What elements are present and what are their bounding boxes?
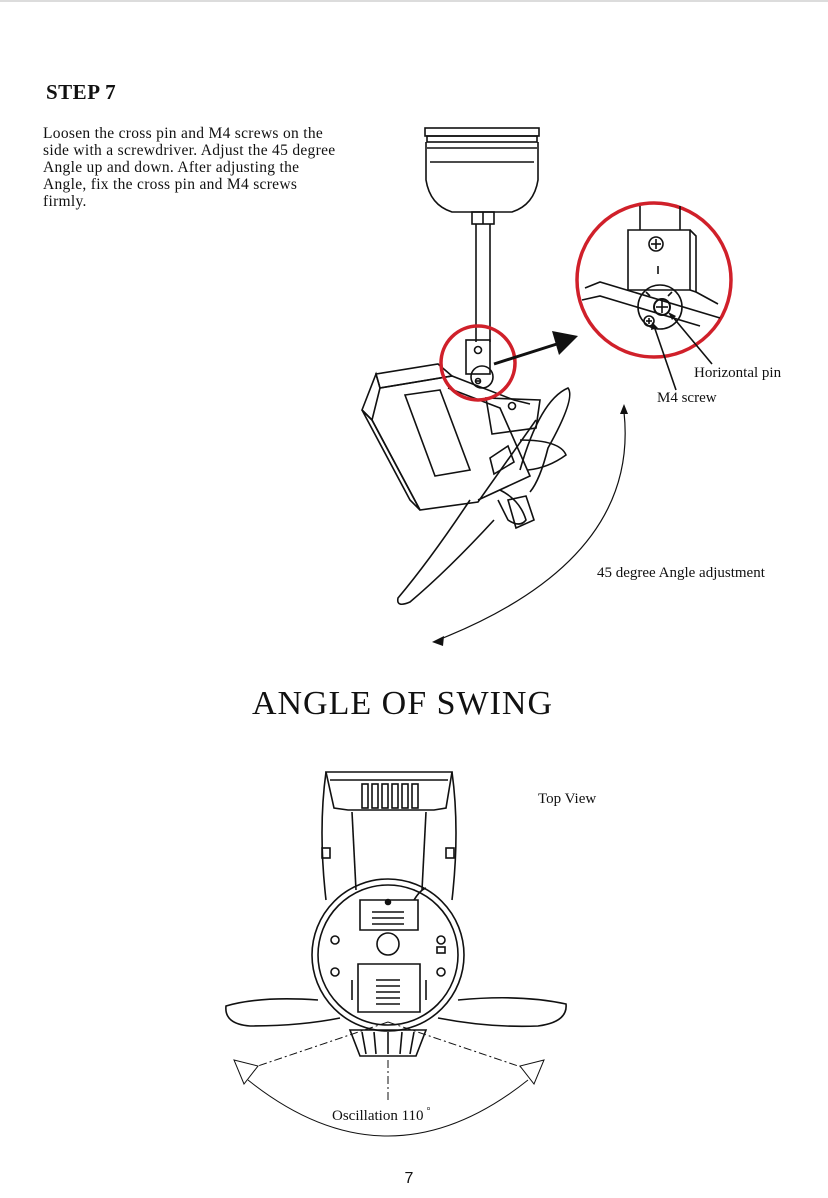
label-top-view: Top View [538,791,597,807]
ceiling-canopy [424,127,540,213]
oscillation-text: Oscillation 110 [332,1108,424,1124]
angle-adjustment-arc [432,404,628,646]
motor-housing [361,363,541,511]
step-instructions: Loosen the cross pin and M4 screws on th… [43,125,336,210]
top-view-blades [225,996,567,1028]
label-angle-adjustment: 45 degree Angle adjustment [597,565,765,581]
oscillation-indicator [233,1021,545,1137]
downrod [471,211,495,342]
highlight-circle-small [439,324,517,402]
zoom-arrow [493,331,578,366]
label-oscillation: Oscillation 110° [332,1106,431,1125]
figure-angle-adjustment [361,127,733,646]
leader-lines [651,312,713,391]
fan-blades [396,387,571,606]
top-view-body [311,878,465,1032]
section-title: ANGLE OF SWING [251,685,554,722]
zoom-detail [575,201,733,359]
page-top-border [0,0,828,2]
top-view-grille [348,1029,428,1057]
top-view-bracket [321,771,457,901]
page-number: 7 [404,1170,414,1187]
step-title: STEP 7 [46,80,117,104]
label-horizontal-pin: Horizontal pin [694,365,782,381]
degree-symbol: ° [426,1106,431,1117]
label-m4-screw: M4 screw [657,390,717,406]
